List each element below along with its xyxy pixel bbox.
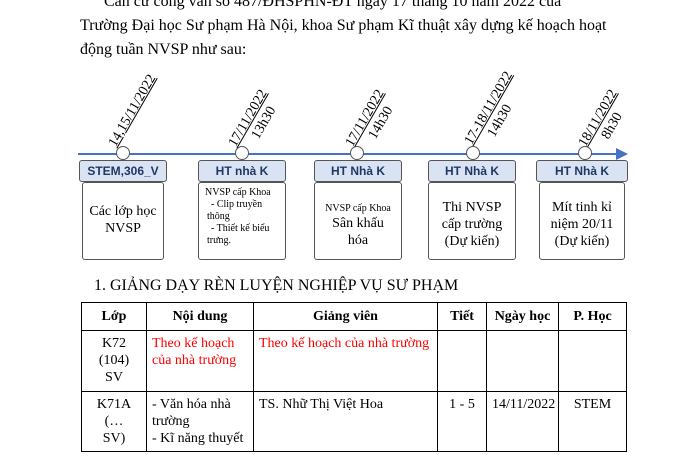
event-location-2: HT nhà K [198, 160, 286, 182]
table-header-row: Lớp Nội dung Giảng viên Tiết Ngày học P.… [81, 302, 627, 331]
timeline-date-2: 17/11/2022 13h30 [226, 87, 280, 150]
event-location-3: HT Nhà K [314, 160, 402, 182]
event-description-2: NVSP cấp Khoa - Clip truyền thông - Thiế… [198, 182, 286, 260]
cell-noi-dung: - Văn hóa nhà trường - Kĩ năng thuyết [146, 391, 254, 452]
timeline-marker-1 [116, 146, 130, 160]
event-description-5: Mít tinh kỉ niệm 20/11 (Dự kiến) [539, 182, 625, 260]
cell-giang-vien: Theo kế hoạch của nhà trường [253, 330, 438, 392]
timeline-marker-4 [466, 146, 480, 160]
event-description-3: NVSP cấp Khoa Sân khấu hóa [314, 182, 402, 260]
cell-noi-dung: Theo kế hoạch của nhà trường [146, 330, 254, 392]
cell-giang-vien: TS. Nhữ Thị Việt Hoa [253, 391, 438, 452]
timeline-date-4: 17-18/11/2022 14h30 [462, 69, 516, 148]
intro-line-3: động tuần NVSP như sau: [80, 41, 247, 58]
cell-ngay-hoc: 14/11/2022 [486, 391, 559, 452]
timeline-marker-5 [578, 146, 592, 160]
header-noi-dung: Nội dung [146, 302, 254, 331]
event-description-1: Các lớp học NVSP [82, 182, 164, 260]
cell-tiet: 1 - 5 [437, 391, 487, 452]
timeline-arrow-icon [616, 148, 628, 160]
header-phong-hoc: P. Học [558, 302, 627, 331]
cell-tiet [437, 330, 487, 392]
timeline-date-1: 14,15/11/2022 [106, 72, 160, 150]
intro-line-1: Căn cứ công văn số 487/ĐHSPHN-ĐT ngày 17… [104, 0, 562, 10]
activity-timeline: 14,15/11/2022 17/11/2022 13h30 17/11/202… [78, 69, 628, 260]
timeline-marker-3 [350, 146, 364, 160]
cell-ngay-hoc [486, 330, 559, 392]
event-location-4: HT Nhà K [428, 160, 516, 182]
header-giang-vien: Giảng viên [253, 302, 438, 331]
timeline-axis [78, 153, 618, 155]
event-location-5: HT Nhà K [536, 160, 628, 182]
cell-lop: K72 (104) SV [81, 330, 147, 392]
section-title: 1. GIẢNG DẠY RÈN LUYỆN NGHIỆP VỤ SƯ PHẠM [94, 277, 459, 294]
event-location-1: STEM,306_V [79, 160, 167, 182]
timeline-marker-2 [235, 146, 249, 160]
table-row: K71A (… SV) - Văn hóa nhà trường - Kĩ nă… [81, 391, 627, 452]
table-row: K72 (104) SV Theo kế hoạch của nhà trườn… [81, 330, 627, 392]
schedule-table: Lớp Nội dung Giảng viên Tiết Ngày học P.… [81, 302, 627, 452]
cell-lop: K71A (… SV) [81, 391, 147, 452]
event-description-4: Thi NVSP cấp trường (Dự kiến) [428, 182, 516, 260]
header-lop: Lớp [81, 302, 147, 331]
header-tiet: Tiết [437, 302, 487, 331]
header-ngay-hoc: Ngày học [486, 302, 559, 331]
cell-phong-hoc: STEM [558, 391, 627, 452]
intro-line-2: Trường Đại học Sư phạm Hà Nội, khoa Sư p… [80, 17, 607, 34]
cell-phong-hoc [558, 330, 627, 392]
